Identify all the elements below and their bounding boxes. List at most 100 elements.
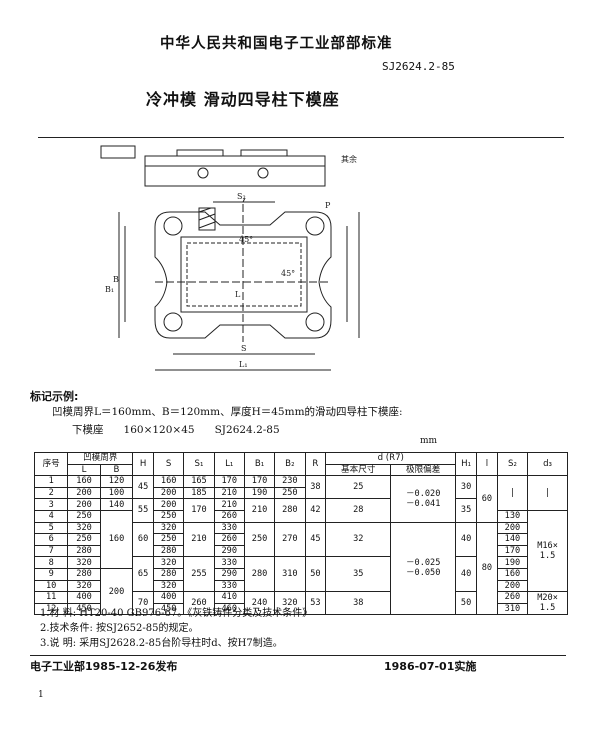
cell: 25 [325, 475, 392, 500]
label-b1: B₁ [105, 285, 114, 294]
cell: 185 [183, 486, 215, 500]
cell: 250 [153, 533, 185, 546]
cell: 320 [67, 521, 101, 535]
spec-table: 序号 凹模周界 H S S₁ L₁ B₁ B₂ R d (R7) H₁ l S₂… [33, 451, 568, 616]
th-s2: S₂ [496, 451, 529, 477]
marking-line2: 下模座 160×120×45 SJ2624.2-85 [72, 422, 280, 437]
d3-lower: M20× [537, 593, 558, 604]
label-s: S [241, 344, 246, 353]
inner-dash [186, 242, 302, 307]
table-row: 8 320 65 320 255 330 280 310 50 35 40 19… [33, 556, 568, 593]
table-row: 4 250 160 250 260 130 M16×1.5 [33, 509, 568, 593]
cell: 280 [67, 544, 101, 558]
th-b1: B₁ [243, 451, 276, 477]
cell: 7 [33, 544, 69, 558]
cavity-outline [180, 236, 308, 313]
cell: 210 [213, 498, 245, 511]
cell: 45 [304, 521, 327, 558]
page-number: 1 [38, 690, 44, 700]
cell: 42 [304, 498, 327, 523]
th-l: l [475, 451, 498, 477]
cell: 210 [243, 498, 276, 523]
cell: 190 [243, 486, 276, 500]
label-l: L [235, 290, 241, 299]
dev-upper: －0.020 [405, 488, 441, 499]
th-ddev: 极限偏差 [390, 463, 457, 477]
d3-lower-2: 1.5 [539, 603, 556, 614]
cell: 30 [455, 475, 477, 500]
cell: 255 [183, 556, 215, 593]
guide-hole-bl [163, 312, 183, 332]
cell: 250 [274, 486, 306, 500]
cell: 460 [213, 602, 245, 616]
cell: 11 [33, 591, 69, 604]
th-h: H [132, 451, 155, 477]
cell: 330 [213, 521, 245, 535]
dev2-lower: －0.050 [405, 568, 441, 579]
th-s1: S₁ [183, 451, 215, 477]
cell: 320 [67, 579, 101, 593]
table-row: 1 160 120 45 160 165 170 170 230 38 25 －… [33, 475, 568, 523]
cell: 260 [496, 591, 529, 604]
cell: 320 [153, 579, 185, 593]
cell: 310 [496, 602, 529, 616]
th-die: 凹模周界 [67, 452, 134, 465]
std-code: SJ2624.2-85 [382, 60, 455, 73]
table-row: 11 400 70 400 260 410 240 320 53 38 50 2… [33, 591, 568, 616]
cell: 40 [455, 556, 477, 593]
cell: 260 [213, 533, 245, 546]
th-s: S [153, 451, 185, 477]
cell: 9 [33, 567, 69, 581]
cell: 200 [153, 486, 185, 500]
side-view-body [144, 155, 326, 187]
label-s2: S₂ [237, 192, 246, 201]
cell: 165 [183, 475, 215, 488]
cell: 50 [455, 591, 477, 616]
note-2: 2.技术条件: 按SJ2652-85的规定。 [40, 623, 199, 634]
unit-label: mm [420, 436, 438, 446]
cell: 410 [213, 591, 245, 604]
cell: 280 [67, 567, 101, 581]
cell: 160 [99, 509, 134, 569]
side-hole-left [197, 167, 209, 179]
label-l1: L₁ [239, 360, 248, 369]
th-h1: H₁ [455, 451, 477, 477]
dev-lower: －0.041 [405, 498, 441, 509]
cell: 38 [325, 591, 392, 616]
cell: 280 [243, 556, 276, 593]
cell: 65 [132, 556, 155, 593]
th-d: d (R7) [325, 452, 457, 465]
label-b: B [113, 275, 119, 284]
cell: 170 [183, 498, 215, 523]
cell: 40 [455, 521, 477, 558]
guide-hole-br [305, 312, 325, 332]
cell: 160 [496, 567, 529, 581]
cell: 450 [67, 602, 101, 616]
label-p: P [325, 201, 331, 210]
cell: 100 [99, 486, 134, 500]
cell: 45 [132, 475, 155, 500]
cell: 260 [183, 591, 215, 616]
cell: 3 [33, 498, 69, 511]
cell: 1 [33, 475, 69, 488]
label-45b: 45° [281, 269, 295, 278]
table-row: 9 280 200 280 290 160 [33, 567, 568, 616]
cell: 320 [274, 591, 306, 616]
marking-line1: 凹模周界L＝160mm、B＝120mm、厚度H＝45mm的滑动四导柱下模座: [52, 406, 403, 418]
cell: M16×1.5 [527, 509, 568, 593]
notes: 1.材 料: HT20-40 GB976-67。《灰铁铸件分类及技术条件》 2.… [40, 606, 312, 651]
cell: 32 [325, 521, 392, 558]
cell: 35 [325, 556, 392, 593]
cell: 250 [67, 509, 101, 523]
cell: 60 [132, 521, 155, 558]
d3-upper: M16× [537, 541, 558, 552]
th-l: L [67, 463, 101, 477]
side-view-boss-right [240, 149, 288, 157]
cell: 310 [274, 556, 306, 593]
cell: 10 [33, 579, 69, 593]
cell: 35 [455, 498, 477, 523]
cell: 170 [243, 475, 276, 488]
cell: 170 [213, 475, 245, 488]
cell: 330 [213, 556, 245, 569]
cell: 260 [213, 509, 245, 523]
